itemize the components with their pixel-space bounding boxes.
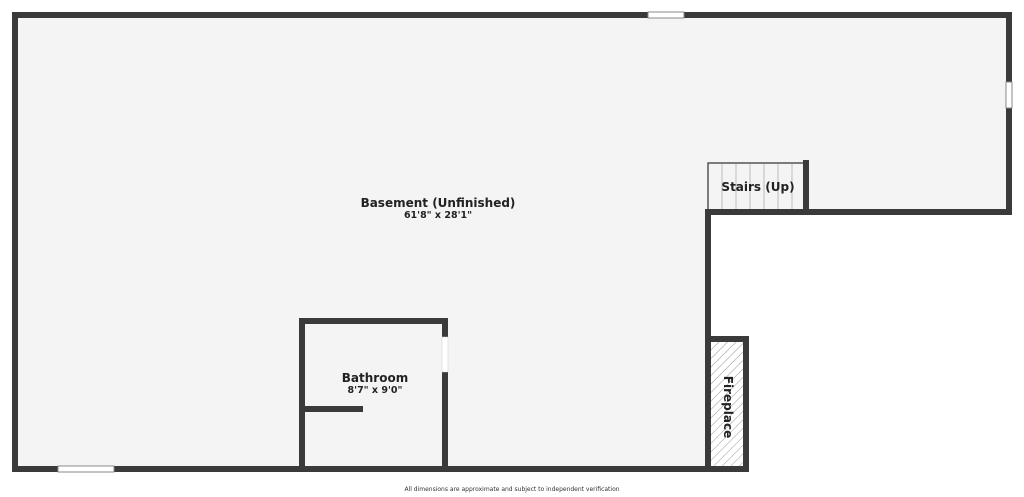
room-label-basement: Basement (Unfinished) 61'8" x 28'1" — [318, 196, 558, 221]
room-name: Bathroom — [341, 371, 409, 385]
window-bottom — [57, 465, 115, 473]
disclaimer: All dimensions are approximate and subje… — [404, 486, 620, 493]
room-label-bathroom: Bathroom 8'7" x 9'0" — [315, 371, 435, 396]
room-label-fireplace: Fireplace — [721, 375, 735, 439]
room-dimensions: 8'7" x 9'0" — [347, 385, 403, 396]
windows — [57, 11, 1013, 473]
window-top — [647, 11, 685, 19]
room-label-stairs: Stairs (Up) — [721, 180, 795, 194]
stair-treads — [721, 164, 793, 210]
fireplace — [710, 339, 746, 469]
stairs — [707, 162, 807, 213]
room-dimensions: 61'8" x 28'1" — [403, 210, 473, 221]
bathroom-door-opening — [441, 336, 449, 373]
room-name: Basement (Unfinished) — [360, 196, 516, 210]
basement-floor — [15, 15, 1009, 469]
window-right — [1005, 81, 1013, 109]
walls — [12, 12, 1012, 472]
